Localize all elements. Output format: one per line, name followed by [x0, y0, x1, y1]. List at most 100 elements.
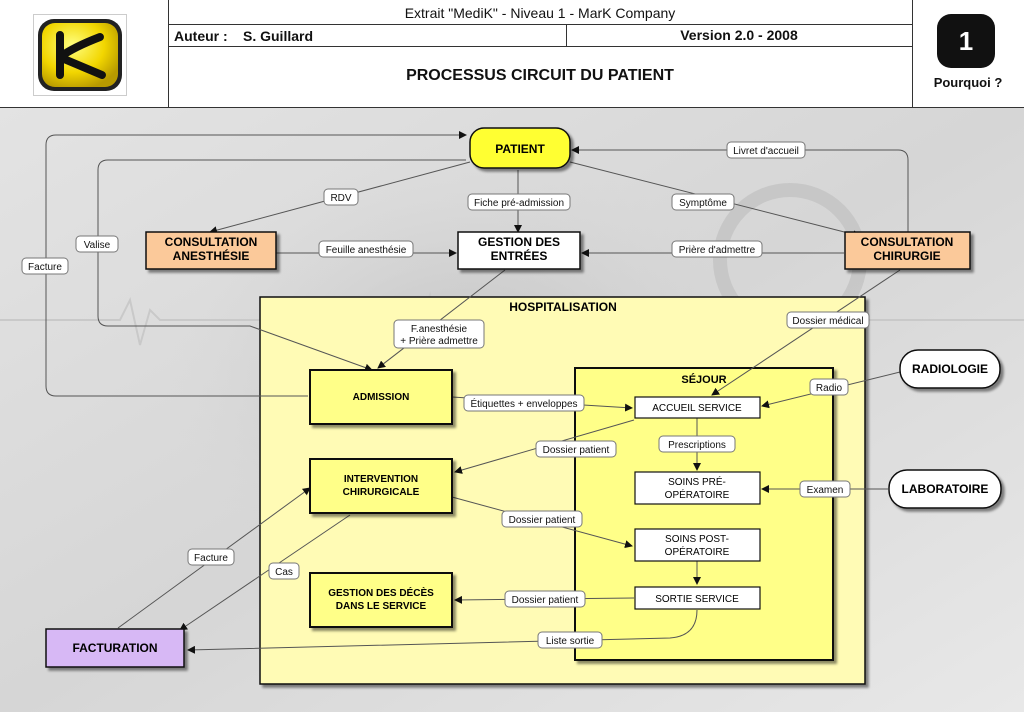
- node-consultation-anesthesie: [145, 231, 277, 270]
- header-row-line-1: [168, 24, 912, 25]
- svg-text:Dossier médical: Dossier médical: [792, 316, 863, 327]
- node-accueil-service-label: ACCUEIL SERVICE: [652, 403, 742, 414]
- node-gestion-entrees: [457, 231, 581, 270]
- step-number: 1: [958, 26, 974, 56]
- label-facture-left: Facture: [21, 257, 69, 275]
- header-divider-left: [168, 0, 169, 108]
- node-sortie-service: [634, 586, 761, 610]
- node-intervention-line1: INTERVENTION: [344, 474, 418, 485]
- label-f-anesthesie: F.anesthésie + Prière admettre: [393, 319, 485, 349]
- label-dossier-patient-1: Dossier patient: [535, 440, 617, 458]
- edge-cas: [179, 514, 351, 631]
- node-gestion-entrees-line1: GESTION DES: [478, 235, 560, 249]
- node-intervention-chirurgicale: [309, 458, 453, 514]
- svg-text:RDV: RDV: [330, 193, 351, 204]
- edge-labels: Livret d'accueil RDV Fiche pré-admission…: [21, 141, 870, 649]
- node-laboratoire: [888, 469, 1002, 509]
- label-prescriptions: Prescriptions: [658, 435, 736, 453]
- svg-text:Radio: Radio: [816, 383, 843, 394]
- edge-valise-loop: [97, 159, 466, 372]
- node-soins-pre: [634, 471, 761, 505]
- node-consultation-anesthesie-line1: CONSULTATION: [165, 235, 258, 249]
- node-accueil-service: [634, 396, 761, 419]
- label-livret-accueil: Livret d'accueil: [726, 141, 806, 159]
- label-dossier-patient-3: Dossier patient: [504, 590, 586, 608]
- node-consultation-chirurgie-line2: CHIRURGIE: [873, 249, 940, 263]
- svg-text:Symptôme: Symptôme: [679, 198, 727, 209]
- edge-liste-sortie: [187, 609, 698, 654]
- label-feuille-anesthesie: Feuille anesthésie: [318, 240, 414, 258]
- svg-text:Feuille anesthésie: Feuille anesthésie: [326, 245, 407, 256]
- svg-text:Fiche pré-admission: Fiche pré-admission: [474, 198, 564, 209]
- page-title: PROCESSUS CIRCUIT DU PATIENT: [406, 67, 674, 84]
- header-top-title: Extrait "MediK" - Niveau 1 - MarK Compan…: [404, 5, 676, 21]
- node-soins-post-line1: SOINS POST-: [665, 534, 729, 545]
- node-sortie-service-label: SORTIE SERVICE: [655, 594, 739, 605]
- node-patient: [469, 127, 571, 169]
- label-fiche-pre-admission: Fiche pré-admission: [467, 193, 571, 211]
- step-caption: Pourquoi ?: [933, 75, 1003, 90]
- header-background: [0, 0, 1024, 108]
- label-priere-admettre: Prière d'admettre: [671, 240, 763, 258]
- svg-text:Prescriptions: Prescriptions: [668, 440, 726, 451]
- label-dossier-patient-2: Dossier patient: [501, 510, 583, 528]
- node-admission: [309, 369, 453, 425]
- label-etiquettes: Étiquettes + enveloppes: [463, 394, 585, 412]
- svg-text:Examen: Examen: [807, 485, 844, 496]
- node-facturation-label: FACTURATION: [72, 641, 157, 655]
- node-consultation-chirurgie: [844, 231, 971, 270]
- author-name: S. Guillard: [243, 28, 314, 44]
- node-laboratoire-label: LABORATOIRE: [902, 482, 989, 496]
- node-soins-post: [634, 528, 761, 562]
- label-liste-sortie: Liste sortie: [537, 631, 603, 649]
- author-label: Auteur :: [174, 28, 228, 44]
- node-soins-pre-line2: OPÉRATOIRE: [665, 488, 730, 501]
- node-radiologie-label: RADIOLOGIE: [912, 362, 988, 376]
- svg-text:Étiquettes + enveloppes: Étiquettes + enveloppes: [470, 397, 577, 410]
- label-symptome: Symptôme: [671, 193, 735, 211]
- svg-text:Dossier patient: Dossier patient: [512, 595, 579, 606]
- node-soins-pre-line1: SOINS PRÉ-: [668, 475, 726, 488]
- node-consultation-chirurgie-line1: CONSULTATION: [861, 235, 954, 249]
- node-gestion-deces: [309, 572, 453, 628]
- zone-sejour-title: SÉJOUR: [681, 373, 726, 386]
- svg-text:+ Prière admettre: + Prière admettre: [400, 336, 478, 347]
- edge-livret-accueil: [571, 146, 909, 236]
- svg-text:Valise: Valise: [84, 240, 111, 251]
- label-radio: Radio: [809, 378, 849, 396]
- label-cas: Cas: [268, 562, 300, 580]
- node-consultation-anesthesie-line2: ANESTHÉSIE: [173, 248, 250, 263]
- zone-hospitalisation-title: HOSPITALISATION: [509, 300, 617, 314]
- node-facturation: [45, 628, 185, 668]
- svg-text:Facture: Facture: [194, 553, 228, 564]
- header-col-line: [566, 24, 567, 46]
- svg-text:Liste sortie: Liste sortie: [546, 636, 595, 647]
- label-valise: Valise: [75, 235, 119, 253]
- logo-icon: [38, 19, 122, 91]
- edge-dossier-medical: [711, 269, 901, 396]
- header-divider-right: [912, 0, 913, 108]
- svg-text:F.anesthésie: F.anesthésie: [411, 324, 468, 335]
- svg-text:Facture: Facture: [28, 262, 62, 273]
- label-examen: Examen: [799, 480, 851, 498]
- edge-f-anesthesie: [377, 269, 506, 369]
- label-rdv: RDV: [323, 188, 359, 206]
- node-gestion-deces-line2: DANS LE SERVICE: [336, 601, 427, 612]
- label-dossier-medical: Dossier médical: [786, 311, 870, 329]
- node-patient-label: PATIENT: [495, 142, 545, 156]
- version-text: Version 2.0 - 2008: [680, 27, 798, 43]
- node-soins-post-line2: OPÉRATOIRE: [665, 545, 730, 558]
- svg-text:Prière d'admettre: Prière d'admettre: [679, 245, 756, 256]
- svg-text:Dossier patient: Dossier patient: [543, 445, 610, 456]
- nodes: PATIENT CONSULTATION ANESTHÉSIE GESTION …: [45, 127, 1002, 668]
- process-diagram: HOSPITALISATION SÉJOUR: [0, 108, 1024, 712]
- node-gestion-deces-line1: GESTION DES DÉCÈS: [328, 586, 434, 599]
- node-radiologie: [899, 349, 1001, 389]
- svg-text:Dossier patient: Dossier patient: [509, 515, 576, 526]
- svg-text:Cas: Cas: [275, 567, 293, 578]
- node-gestion-entrees-line2: ENTRÉES: [491, 248, 548, 263]
- node-admission-label: ADMISSION: [353, 392, 410, 403]
- label-facture-bottom: Facture: [187, 548, 235, 566]
- header-row-line-2: [168, 46, 912, 47]
